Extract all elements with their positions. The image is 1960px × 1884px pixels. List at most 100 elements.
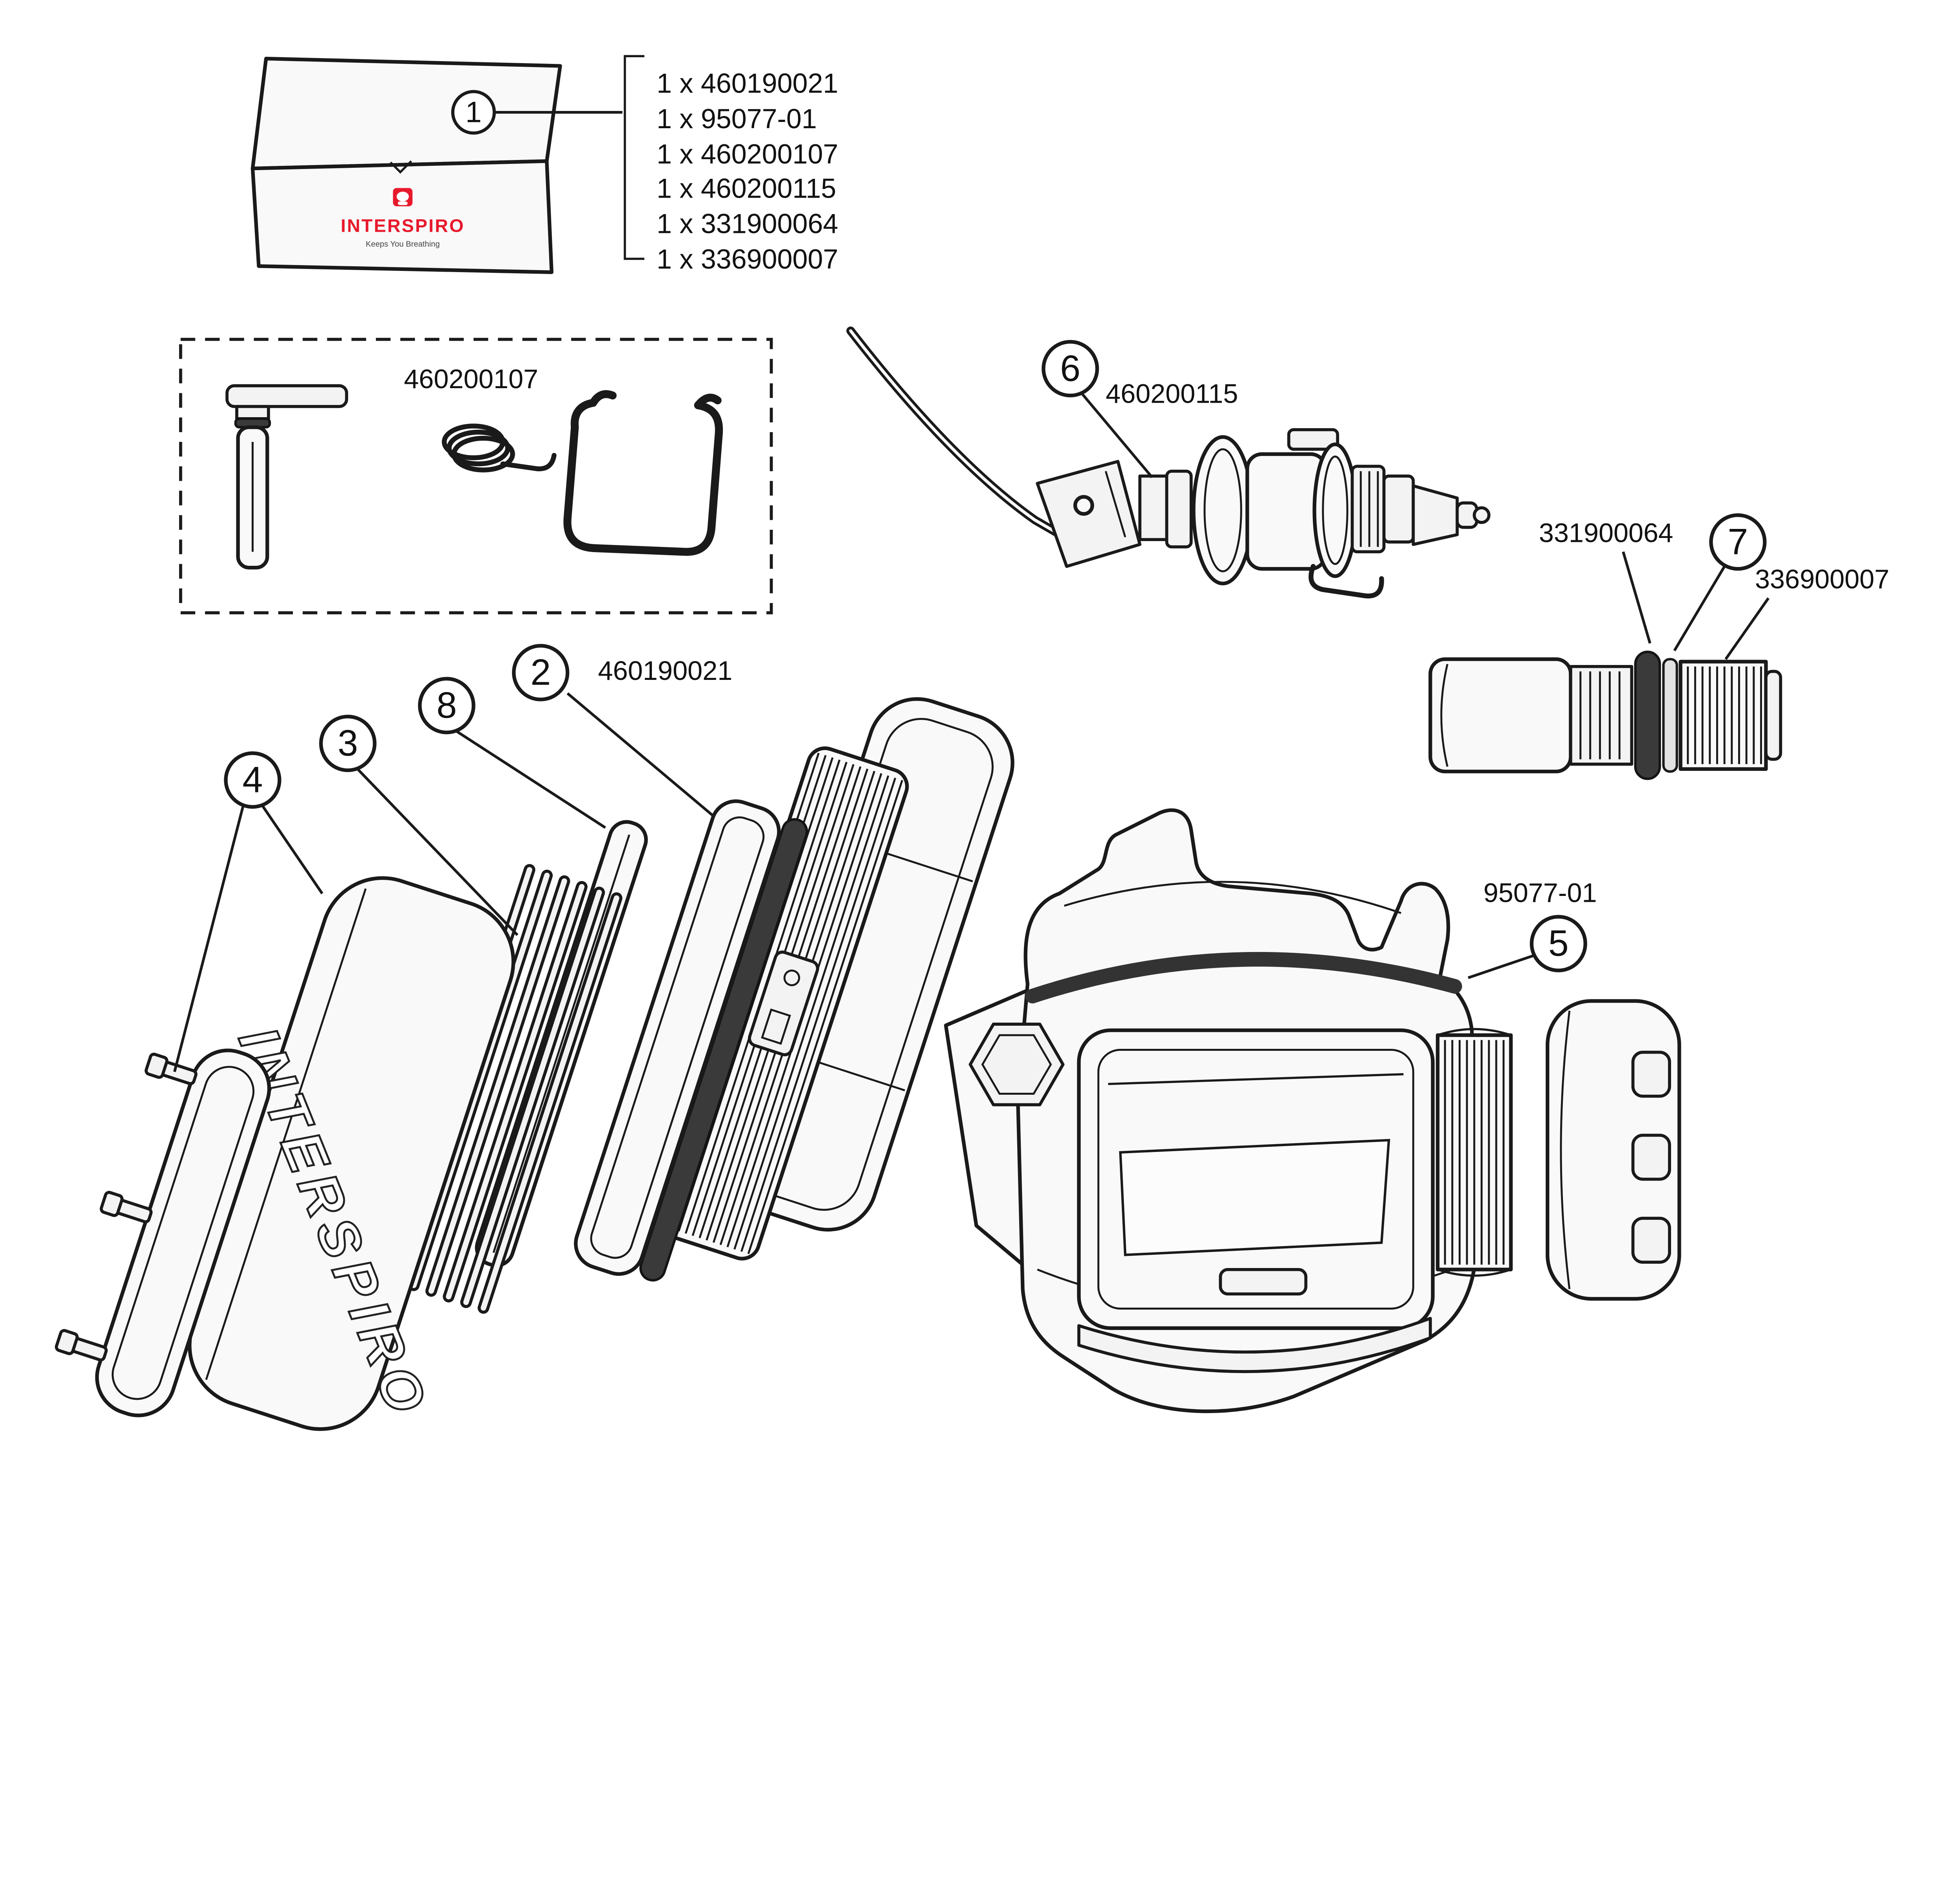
valve-pivot-hole xyxy=(1073,495,1094,516)
valve-diaphragm-disc xyxy=(1192,435,1254,585)
plunger-part xyxy=(225,384,348,570)
housing-hex-inner xyxy=(981,1034,1052,1095)
adapter-end-face xyxy=(1764,670,1782,761)
spares-box-dashed-border xyxy=(179,338,773,614)
adapter-thread-lines xyxy=(1687,666,1762,764)
valve-second-disc-inner xyxy=(1322,455,1348,565)
cover-pin-head xyxy=(144,1052,169,1079)
valve-flange xyxy=(1165,469,1193,549)
end-cap-face-arc xyxy=(1560,1010,1571,1289)
nipple-label-leader xyxy=(1724,597,1770,660)
plunger-neck xyxy=(235,405,270,420)
callout-3-leader xyxy=(356,768,519,936)
kit-contents-callout: 1 1 x 460190021 1 x 95077-01 1 x 4602001… xyxy=(451,55,838,274)
callout-7-leader xyxy=(1673,565,1726,652)
adapter-oring-label: 331900064 xyxy=(1539,518,1673,548)
filter-clasp xyxy=(748,950,819,1056)
valve-second-disc xyxy=(1312,442,1358,578)
filter-cover-pins xyxy=(54,1052,198,1362)
callout-2-number: 2 xyxy=(530,652,551,693)
callout-3-number: 3 xyxy=(338,722,358,763)
clip-part xyxy=(563,390,723,556)
filter-clasp-slot xyxy=(761,1008,791,1045)
collar-thread-lines xyxy=(1444,1040,1505,1265)
callout-8-balloon xyxy=(418,677,475,734)
main-housing xyxy=(969,808,1681,1413)
callout-1-number: 1 xyxy=(465,95,482,128)
kit-box-front-face xyxy=(250,159,554,274)
valve-step-two xyxy=(1382,474,1415,544)
oring-label-leader xyxy=(1622,551,1651,644)
callout-4-number: 4 xyxy=(242,759,263,800)
valve-step-ribs xyxy=(1359,471,1379,547)
brand-tagline: Keeps You Breathing xyxy=(366,240,440,249)
kit-contents-list: 1 x 460190021 1 x 95077-01 1 x 460200107… xyxy=(657,68,838,274)
adapter-nipple-label: 336900007 xyxy=(1755,564,1889,594)
callout-5-number: 5 xyxy=(1548,923,1569,964)
kit-list-item: 1 x 331900064 xyxy=(657,209,838,239)
clip-body xyxy=(563,399,723,556)
spring-leg xyxy=(500,453,557,471)
exploded-parts-diagram: INTERSPIRO Keeps You Breathing 1 1 x 460… xyxy=(54,55,1889,1431)
end-cap-grip xyxy=(1631,1134,1671,1181)
housing-oring-callout: 95077-01 5 xyxy=(1468,878,1597,979)
filter-part-number-label: 460190021 xyxy=(598,656,733,686)
adapter-knurl-lines xyxy=(1579,671,1621,759)
callout-7-balloon xyxy=(1709,513,1767,571)
spares-box: 460200107 xyxy=(179,338,773,614)
callout-4-balloon xyxy=(224,751,281,809)
cover-plate-window xyxy=(1119,1139,1390,1256)
adapter-fitting xyxy=(1428,650,1782,780)
spares-part-number-label: 460200107 xyxy=(404,364,538,394)
filter-clasp-pin xyxy=(783,969,800,987)
valve-assembly xyxy=(846,326,1491,599)
diagram-canvas: INTERSPIRO Keeps You Breathing 1 1 x 460… xyxy=(54,55,1889,1431)
filter-panel-body xyxy=(574,799,781,1276)
grille-slat xyxy=(460,887,605,1308)
cover-plate-inner xyxy=(1097,1048,1414,1310)
valve-top-lug xyxy=(1287,428,1339,451)
valve-nose-cone xyxy=(1412,484,1459,546)
kit-list-item: 1 x 460190021 xyxy=(657,68,838,99)
valve-disc-inner-ring xyxy=(1203,448,1242,572)
clip-hook-right xyxy=(694,394,722,409)
collar-top-arc xyxy=(1437,1028,1512,1036)
grille-slat xyxy=(477,892,622,1314)
kit-list-bracket xyxy=(624,55,644,260)
filter-frame-line xyxy=(492,834,630,1253)
filter-panel xyxy=(574,799,781,1276)
housing-oring-label: 95077-01 xyxy=(1483,878,1597,908)
spring-coil xyxy=(451,436,515,472)
valve-lever-arm-highlight xyxy=(849,329,1092,554)
cover-pin-head xyxy=(54,1329,79,1355)
kit-list-item: 1 x 460200107 xyxy=(657,139,838,169)
valve-retainer-clip xyxy=(1308,564,1384,599)
filter-panel-inner xyxy=(590,816,765,1259)
callout-5-leader xyxy=(1468,954,1534,979)
end-cap-grip xyxy=(1631,1217,1671,1264)
callout-1-balloon xyxy=(451,90,496,135)
callout-2-leader xyxy=(566,692,714,817)
plunger-paddle xyxy=(225,384,348,408)
filter-shell-seam xyxy=(205,888,367,1380)
callout-8-number: 8 xyxy=(437,685,457,726)
callout-6-balloon xyxy=(1042,340,1099,398)
clip-hook-left xyxy=(589,390,617,407)
mask-icon-mouth xyxy=(397,201,408,205)
kit-list-item: 1 x 95077-01 xyxy=(657,104,817,134)
callout-2-balloon xyxy=(512,644,570,701)
kit-list-item: 1 x 460200115 xyxy=(657,173,836,203)
housing-oring xyxy=(1025,952,1462,1004)
end-cap xyxy=(1546,999,1681,1301)
adapter-callouts: 331900064 7 336900007 xyxy=(1539,513,1889,660)
spring-part xyxy=(442,423,557,472)
interspiro-logo: INTERSPIRO Keeps You Breathing xyxy=(341,188,464,249)
cover-plate-latch xyxy=(1219,1268,1308,1296)
filter-cover-inner xyxy=(111,1066,255,1400)
cover-plate-recess xyxy=(1108,1073,1404,1085)
housing-bottom-lip xyxy=(1077,1317,1432,1373)
valve-callout: 6 460200115 xyxy=(1042,340,1238,478)
housing-handle-line xyxy=(1064,881,1401,914)
kit-list-item: 1 x 336900007 xyxy=(657,244,838,274)
callout-5-balloon xyxy=(1530,915,1587,972)
